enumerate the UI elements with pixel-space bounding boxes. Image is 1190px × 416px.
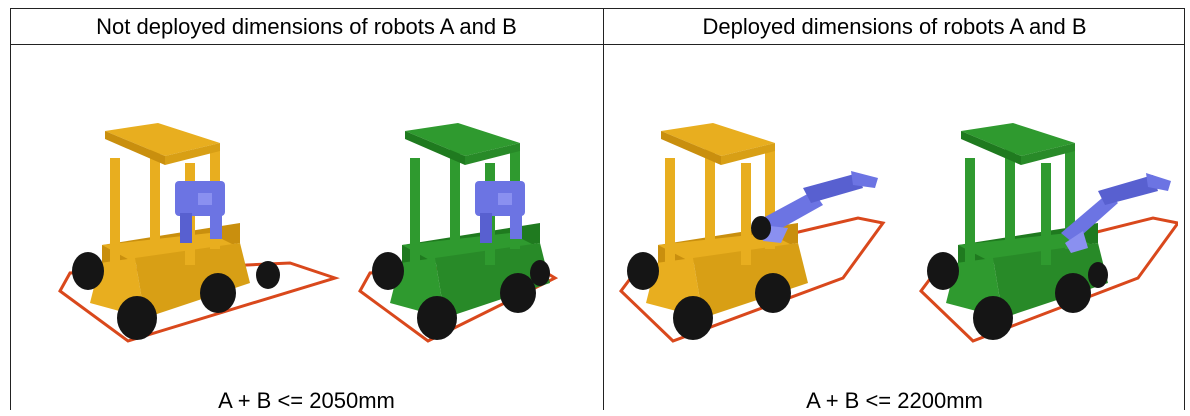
wheel: [1088, 262, 1108, 288]
wheel: [200, 273, 236, 313]
wheel: [673, 296, 713, 340]
header-not-deployed: Not deployed dimensions of robots A and …: [96, 14, 517, 39]
table-border-left: [10, 8, 11, 410]
wheel: [973, 296, 1013, 340]
wheel: [927, 252, 959, 290]
wheel: [117, 296, 157, 340]
robot-b-not-deployed: [358, 123, 559, 343]
robot-dimensions-table: Not deployed dimensions of robots A and …: [10, 8, 1185, 413]
wheel: [755, 273, 791, 313]
wheel: [530, 260, 550, 286]
panel-not-deployed: [50, 53, 590, 358]
robot-b-deployed: [919, 123, 1178, 343]
caption-not-deployed: A + B <= 2050mm: [218, 388, 395, 413]
footprint-outline: [58, 261, 340, 343]
wheel: [417, 296, 457, 340]
wheel: [256, 261, 280, 289]
caption-deployed: A + B <= 2200mm: [806, 388, 983, 413]
arm-deployed-a: [761, 171, 878, 243]
wheel: [500, 273, 536, 313]
wheel: [372, 252, 404, 290]
header-deployed: Deployed dimensions of robots A and B: [702, 14, 1087, 39]
robot-a-deployed: [619, 123, 886, 343]
wheel: [1055, 273, 1091, 313]
wheel: [751, 216, 771, 240]
table-divider: [603, 8, 604, 410]
arm-folded-a: [175, 181, 225, 243]
table-header-row: Not deployed dimensions of robots A and …: [10, 8, 1185, 45]
robot-a-not-deployed: [58, 123, 340, 343]
table-border-right: [1184, 8, 1185, 410]
arm-deployed-b: [1061, 173, 1171, 253]
wheel: [72, 252, 104, 290]
arm-folded-b: [475, 181, 525, 243]
panel-deployed: [613, 53, 1178, 358]
wheel: [627, 252, 659, 290]
